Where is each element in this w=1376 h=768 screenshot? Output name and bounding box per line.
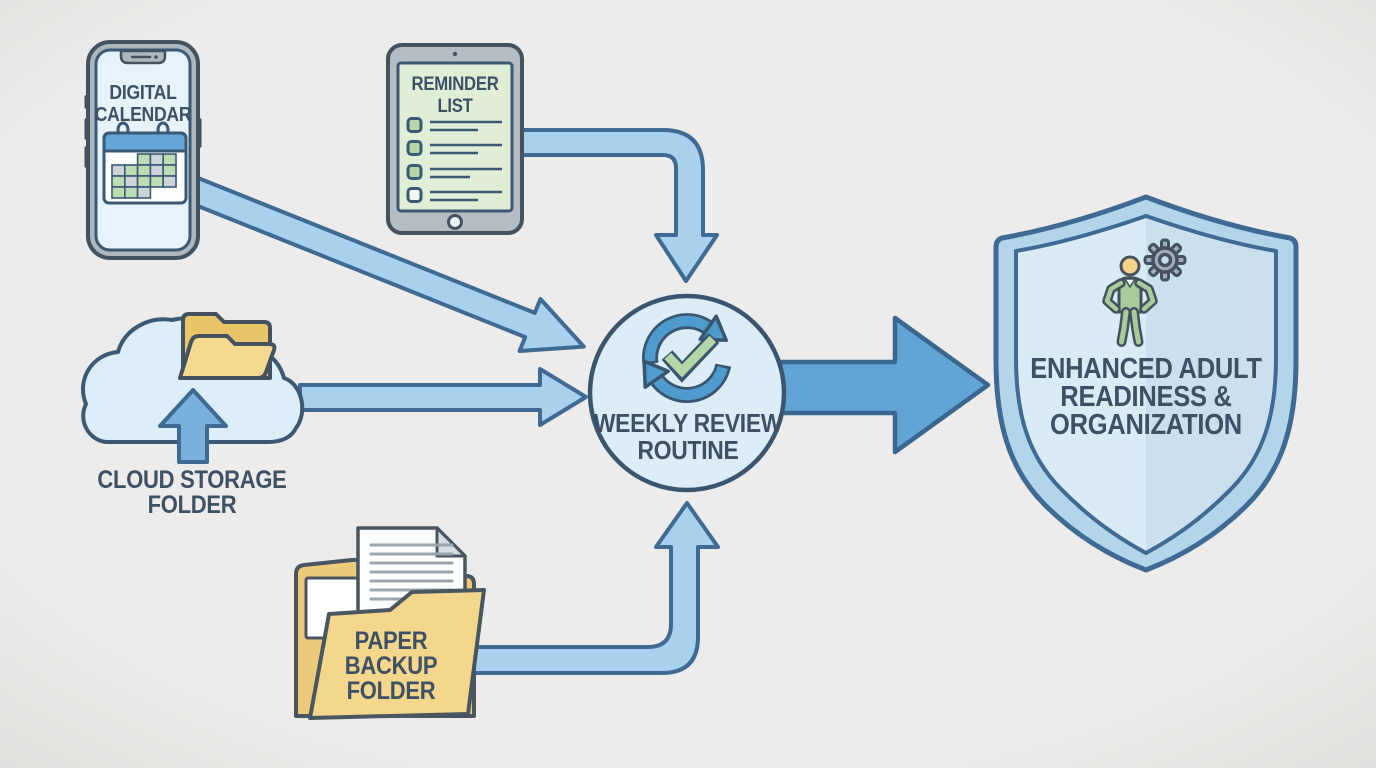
tablet-camera-dot	[452, 51, 458, 57]
cloud-storage-label-line2: FOLDER	[148, 491, 237, 519]
digital-calendar-label-line2: CALENDAR	[95, 103, 192, 125]
paper-backup-label-line1: PAPER	[355, 627, 428, 655]
cloud-storage-label-line1: CLOUD STORAGE	[97, 466, 286, 494]
checkbox	[406, 187, 423, 203]
gear-icon	[1143, 238, 1187, 282]
paper-backup-label-line3: FOLDER	[347, 677, 436, 705]
checkbox	[406, 140, 423, 156]
tablet-home-button	[447, 214, 463, 230]
reminder-list-node: REMINDER LIST	[386, 43, 524, 235]
phone-camera-dot	[154, 55, 158, 59]
reminder-list-label-line1: REMINDER	[412, 73, 499, 94]
checkbox	[406, 117, 423, 133]
weekly-review-label-line2: ROUTINE	[637, 437, 738, 466]
checkbox	[406, 164, 423, 180]
paper-backup-label-line2: BACKUP	[345, 652, 437, 680]
calendar-icon	[102, 121, 188, 205]
reminder-list-label-line2: LIST	[437, 95, 472, 116]
digital-calendar-label-line1: DIGITAL	[109, 81, 176, 103]
cloud-folder-front	[178, 334, 277, 380]
weekly-review-node: WEEKLY REVIEW ROUTINE	[587, 293, 787, 493]
digital-calendar-node: DIGITAL CALENDAR	[84, 40, 202, 260]
outcome-label-line3: ORGANIZATION	[1050, 407, 1242, 440]
weekly-review-label-line1: WEEKLY REVIEW	[594, 410, 783, 439]
person-head	[1119, 255, 1141, 277]
calendar-header	[102, 131, 188, 153]
smartphone-calendar-icon	[84, 40, 202, 260]
